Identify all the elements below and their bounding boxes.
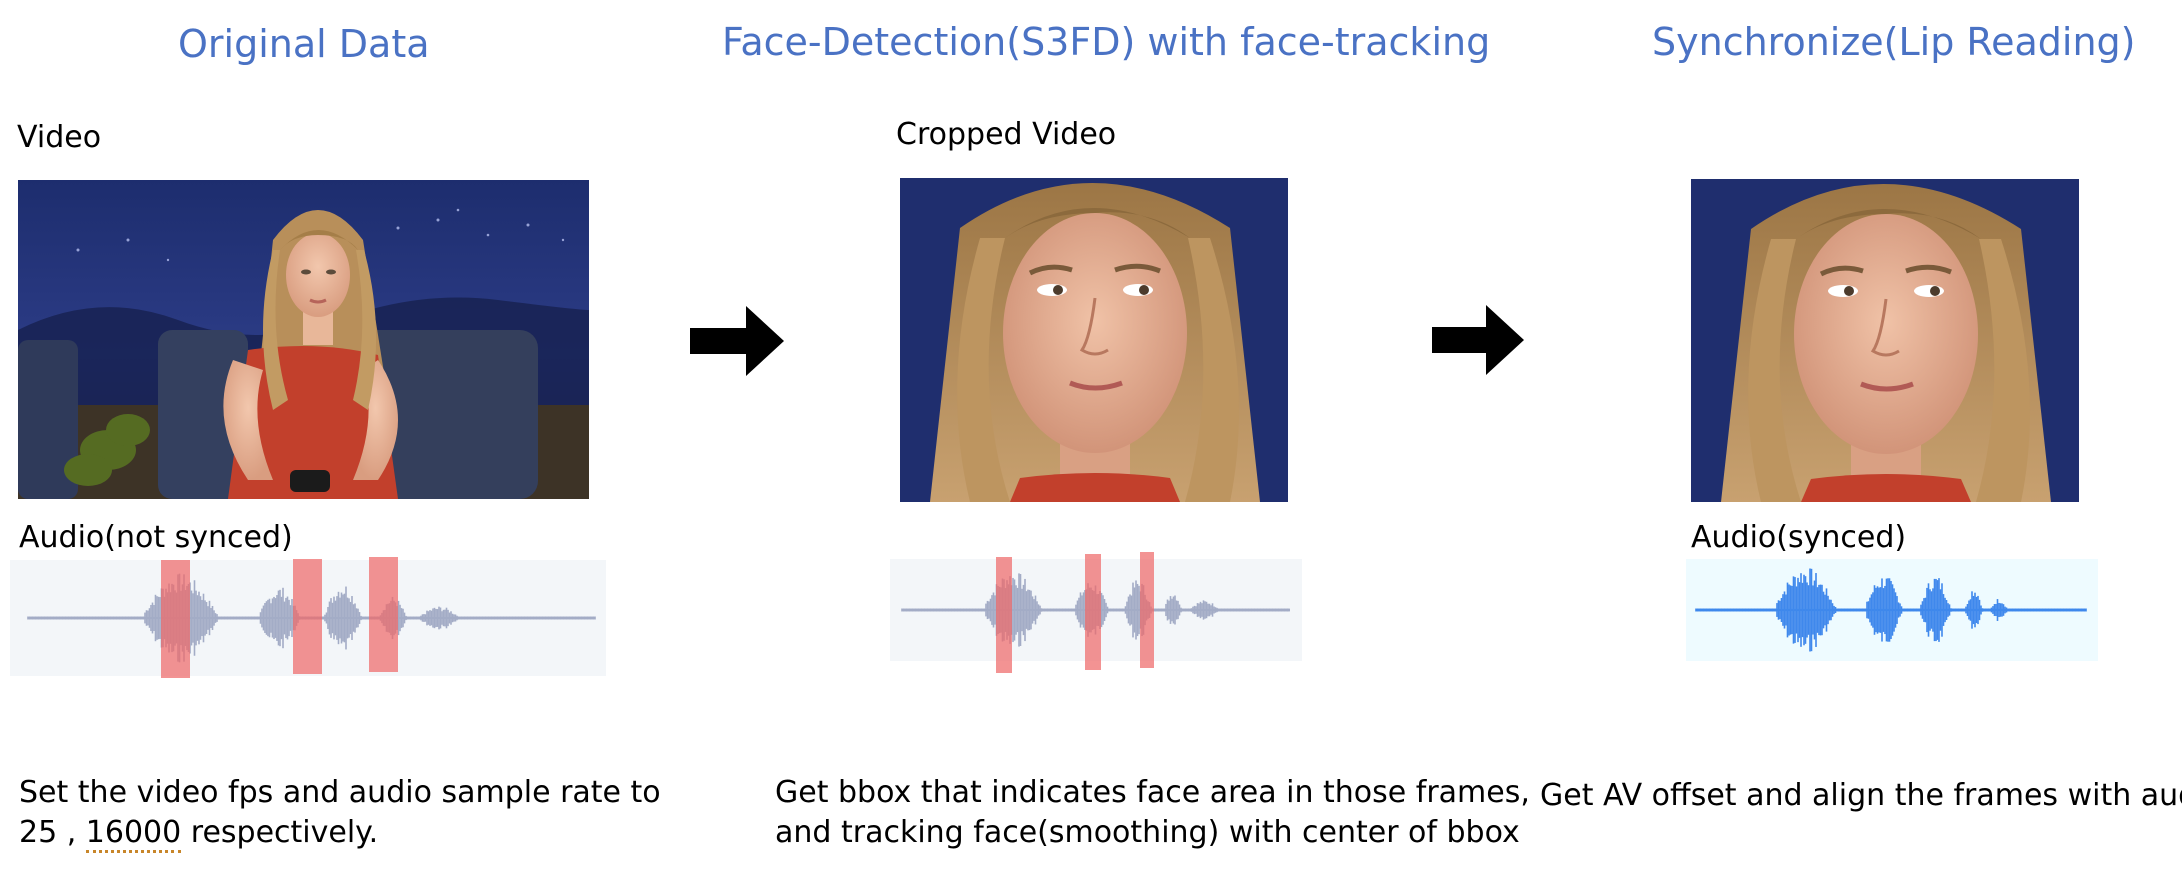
highlight-bar <box>1085 554 1101 670</box>
caption-line: and tracking face(smoothing) with center… <box>775 815 1520 850</box>
waveform-synced <box>1686 559 2098 661</box>
highlight-bar <box>293 559 322 674</box>
title-original-data: Original Data <box>178 22 430 66</box>
caption-original: Set the video fps and audio sample rate … <box>19 773 661 853</box>
caption-line: Get AV offset and align the frames with … <box>1540 778 2182 813</box>
highlight-bar <box>161 560 190 678</box>
caption-line: Set the video fps and audio sample rate … <box>19 775 661 810</box>
caption-rest: respectively. <box>181 815 379 850</box>
audio-not-synced-label: Audio(not synced) <box>19 520 293 555</box>
caption-synchronize: Get AV offset and align the frames with … <box>1540 776 2182 816</box>
synced-video-frame <box>1691 179 2079 502</box>
sample-rate-value: 16000 <box>85 815 182 853</box>
highlight-bar <box>369 557 398 672</box>
title-synchronize: Synchronize(Lip Reading) <box>1652 20 2136 64</box>
arrow-right-icon-1 <box>690 306 784 380</box>
caption-face-detection: Get bbox that indicates face area in tho… <box>775 773 1530 853</box>
caption-separator: , <box>57 815 86 850</box>
audio-synced-label: Audio(synced) <box>1691 520 1907 555</box>
caption-line: 25 , 16000 respectively. <box>19 813 661 853</box>
fps-value: 25 <box>19 815 58 850</box>
caption-line: Get bbox that indicates face area in tho… <box>775 775 1530 810</box>
cropped-video-frame <box>900 178 1288 502</box>
highlight-bar <box>996 557 1012 673</box>
original-video-frame <box>18 180 589 499</box>
cropped-video-label: Cropped Video <box>896 117 1117 152</box>
arrow-right-icon-2 <box>1432 305 1524 379</box>
video-label: Video <box>17 120 102 155</box>
title-face-detection: Face-Detection(S3FD) with face-tracking <box>722 20 1491 64</box>
highlight-bar <box>1140 552 1154 668</box>
